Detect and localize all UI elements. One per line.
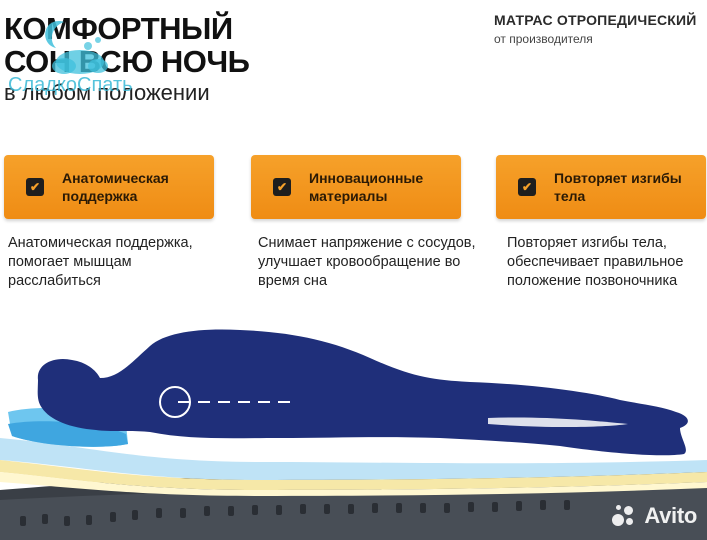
feature-label-1: Анатомическая поддержка bbox=[62, 170, 169, 204]
mattress-illustration bbox=[0, 329, 707, 540]
feature-description-1: Анатомическая поддержка, помогает мышцам… bbox=[8, 235, 193, 289]
spine-focus-marker bbox=[159, 386, 292, 418]
feature-card-2: ✔ Инновационные материалы bbox=[251, 155, 461, 219]
brand-title: МАТРАС ОТРОПЕДИЧЕСКИЙ bbox=[494, 12, 697, 28]
brand-block: МАТРАС ОТРОПЕДИЧЕСКИЙ от производителя bbox=[494, 12, 699, 46]
feature-label-2: Инновационные материалы bbox=[309, 170, 424, 204]
feature-description-3: Повторяет изгибы тела, обеспечивает прав… bbox=[507, 235, 684, 289]
feature-card-1: ✔ Анатомическая поддержка bbox=[4, 155, 214, 219]
mattress-texture bbox=[20, 500, 570, 526]
checkbox-icon: ✔ bbox=[518, 178, 536, 196]
checkbox-icon: ✔ bbox=[273, 178, 291, 196]
avito-logo-icon bbox=[610, 502, 638, 530]
feature-label-3: Повторяет изгибы тела bbox=[554, 170, 682, 204]
headline-line-3: в любом положении bbox=[4, 80, 210, 105]
brand-subtitle: от производителя bbox=[494, 32, 593, 46]
mattress-layer-cream bbox=[0, 460, 707, 490]
avito-text: Avito bbox=[644, 503, 697, 528]
avito-watermark: Avito bbox=[610, 502, 697, 530]
mattress-layer-blue bbox=[0, 438, 707, 480]
checkbox-icon: ✔ bbox=[26, 178, 44, 196]
body-silhouette bbox=[37, 329, 688, 456]
headline-line-2: СОН ВСЮ НОЧЬ bbox=[4, 44, 250, 79]
headline-line-1: КОМФОРТНЫЙ bbox=[4, 11, 233, 46]
logo-text: СладкоСпать bbox=[8, 74, 133, 96]
feature-card-3: ✔ Повторяет изгибы тела bbox=[496, 155, 706, 219]
feature-description-2: Снимает напряжение с сосудов, улучшает к… bbox=[258, 235, 476, 289]
headline: КОМФОРТНЫЙ СОН ВСЮ НОЧЬ в любом положени… bbox=[4, 12, 304, 106]
